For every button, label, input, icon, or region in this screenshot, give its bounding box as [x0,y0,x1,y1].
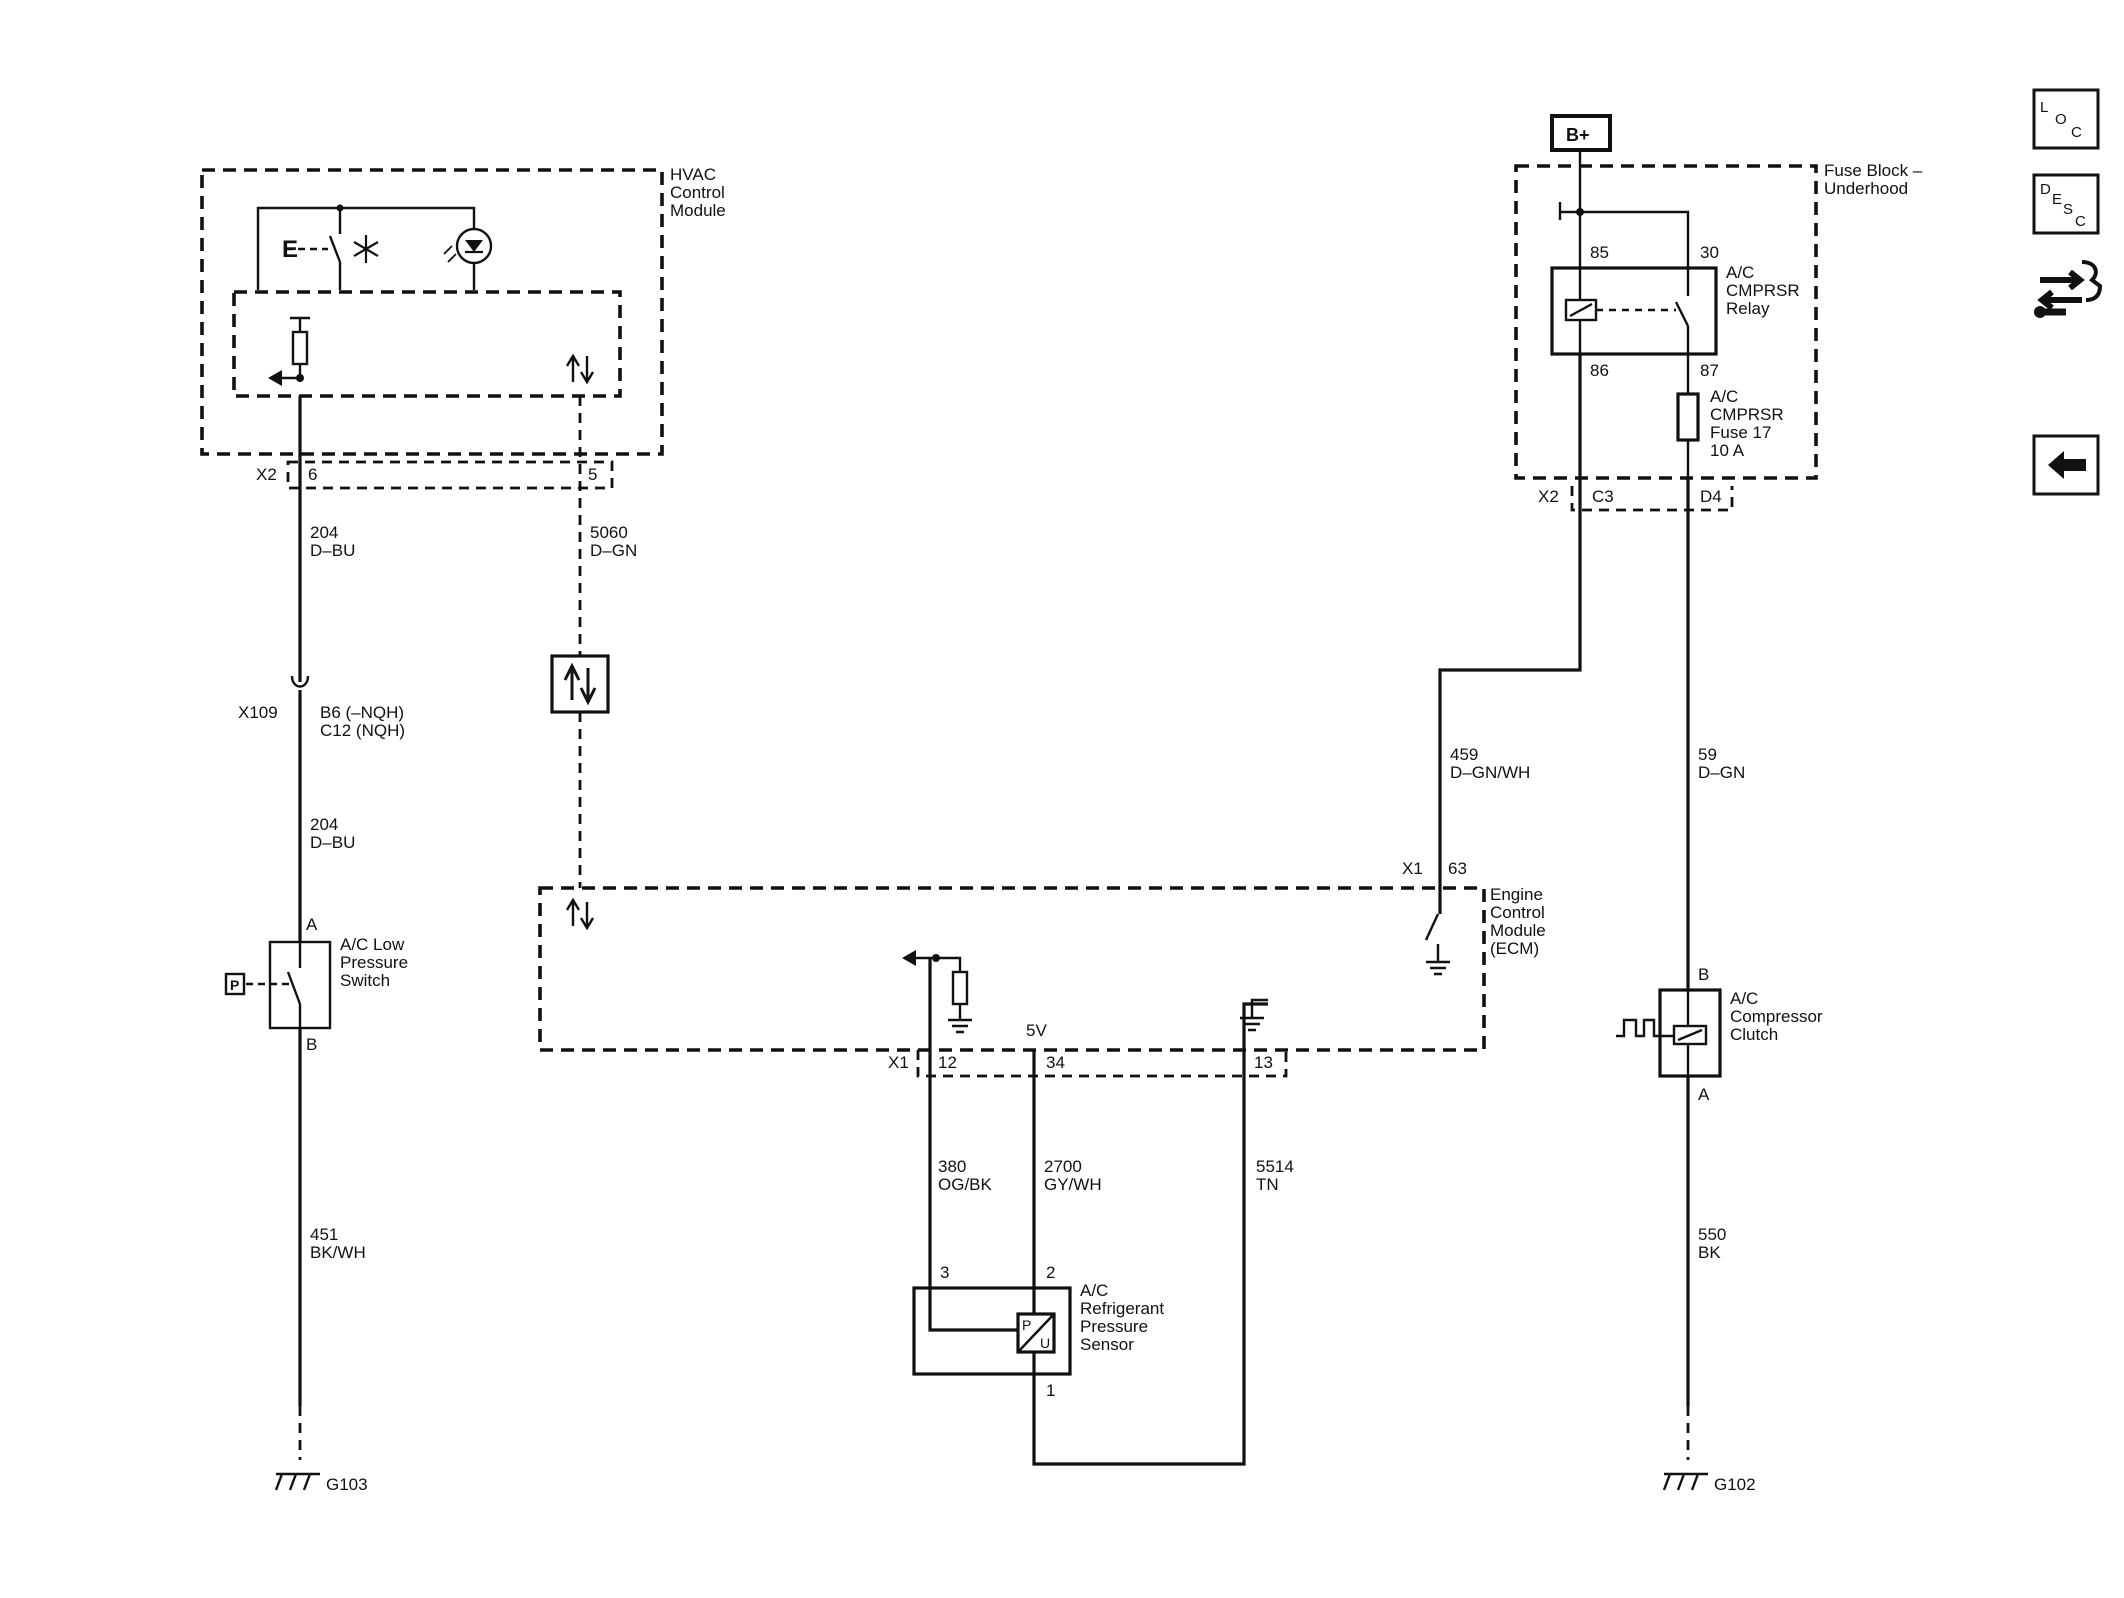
fuse-17-icon [1676,392,1700,442]
sensor-pin-3: 3 [940,1263,949,1282]
transducer-u-letter: U [1040,1335,1050,1351]
location-view-button[interactable]: L O C [2032,88,2100,150]
description-view-letter: S [2063,201,2073,218]
x109-connector-symbol [290,675,310,688]
x109-connector-id: X109 [238,703,278,722]
serial-data-arrows-icon [565,353,595,385]
fuse-block-pin-d4: D4 [1700,487,1722,506]
back-arrow-icon [2048,451,2086,479]
relay-pin-30: 30 [1700,243,1719,262]
low-pressure-switch-pin-a: A [306,915,318,934]
hvac-connector-id: X2 [256,465,277,484]
ground-g102-icon [1662,1472,1708,1491]
x109-connector-pins: B6 (–NQH)C12 (NQH) [320,703,405,740]
relay-pin-86: 86 [1590,361,1609,380]
pressure-symbol-icon [224,972,246,996]
e-symbol: E [282,236,298,263]
pwm-signal-icon [1616,1018,1674,1038]
description-view-icon: D [2040,181,2051,198]
transducer-p-letter: P [1022,1317,1031,1333]
ecm-5v-reference: 5V [1026,1021,1047,1040]
pressure-letter: P [230,977,239,993]
location-view-letter: O [2055,111,2067,128]
hvac-control-module: E HVAC Control Module [200,165,730,456]
ecm-serial-data-arrows-icon [565,897,595,931]
sensor-pin-2: 2 [1046,1263,1055,1282]
ecm-connector-id-bottom: X1 [888,1053,909,1072]
snowflake-icon [353,235,379,263]
serial-data-box-icon [550,654,610,714]
bplus-power-source: B+ [1550,114,1612,152]
bplus-label: B+ [1566,125,1590,145]
description-view-letter: E [2052,191,2062,208]
fuse-block-name: Fuse Block –Underhood [1824,161,1923,198]
clutch-pin-a: A [1698,1085,1710,1104]
relay-pin-85: 85 [1590,243,1609,262]
hvac-pin-6: 6 [308,465,317,484]
ecm-pin-12: 12 [938,1053,957,1072]
description-view-button[interactable]: D E S C [2032,173,2100,235]
ecm-pin-13: 13 [1254,1053,1273,1072]
pressure-transducer-icon [1016,1312,1056,1354]
led-indicator-icon [443,227,493,265]
fuse-block-connector-id: X2 [1538,487,1559,506]
connector-tool-icon[interactable] [2034,260,2103,318]
ecm-pin-63: 63 [1448,859,1467,878]
sensor-pin-1: 1 [1046,1381,1055,1400]
ground-g103-icon [274,1472,320,1491]
description-view-letter: C [2075,213,2086,230]
back-button[interactable] [2032,434,2100,496]
hvac-module-name: HVAC Control Module [670,165,730,220]
location-view-icon: L [2040,99,2048,116]
fuse-block-pin-c3: C3 [1592,487,1614,506]
ground-g103-label: G103 [326,1475,368,1494]
ecm-connector-id-top: X1 [1402,859,1423,878]
clutch-pin-b: B [1698,965,1709,984]
low-pressure-switch-pin-b: B [306,1035,317,1054]
location-view-letter: C [2071,124,2082,141]
relay-pin-87: 87 [1700,361,1719,380]
ground-g102-label: G102 [1714,1475,1756,1494]
ecm-pin-34: 34 [1046,1053,1065,1072]
hvac-pin-5: 5 [588,465,597,484]
